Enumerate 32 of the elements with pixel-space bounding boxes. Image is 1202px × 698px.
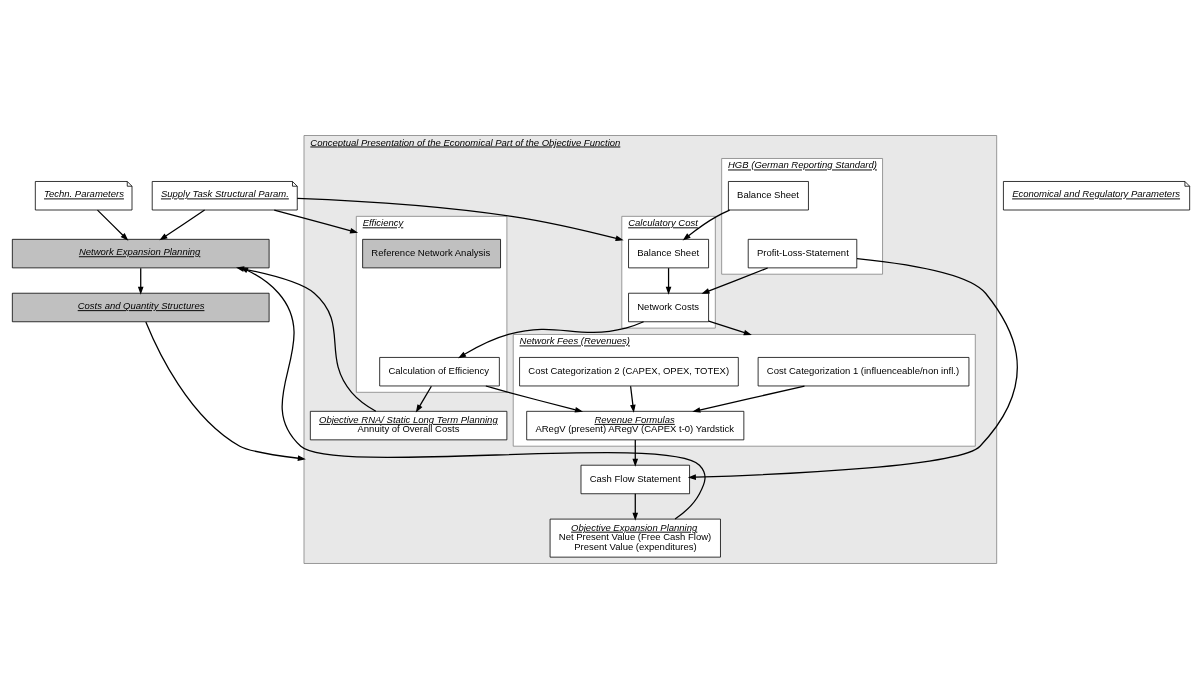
node-box: Balance Sheet xyxy=(728,180,809,210)
arrow xyxy=(708,320,752,335)
arrow xyxy=(145,320,306,461)
node-box: Objective RNA/ Static Long Term Planning Annuity of Overall Costs xyxy=(309,410,508,440)
node-box: Objective Expansion Planning Net Present Value (Free Cash Flow) Present Value (expenditures) xyxy=(549,518,721,558)
arrow xyxy=(701,266,769,294)
arrow xyxy=(485,384,584,413)
node-box: Balance Sheet xyxy=(628,238,709,268)
arrow xyxy=(632,492,639,521)
node-box: Cost Categorization 2 (CAPEX, OPEX, TOTEX) xyxy=(519,356,739,386)
node-box: Calculation of Efficiency xyxy=(379,356,500,386)
arrow xyxy=(682,208,731,240)
node-box: Cash Flow Statement xyxy=(580,464,690,494)
node-box: Network Expansion Planning xyxy=(11,238,270,268)
arrow xyxy=(665,267,672,295)
arrow xyxy=(632,439,639,467)
node-box: Cost Categorization 1 (influenceable/non infl.) xyxy=(757,356,970,386)
arrow xyxy=(137,267,144,295)
node-box: Profit-Loss-Statement xyxy=(747,238,858,268)
node-box: Revenue Formulas ARegV (present) ARegV (CAPEX t-0) Yardstick xyxy=(526,410,745,440)
node-box: Costs and Quantity Structures xyxy=(11,292,270,322)
arrow xyxy=(273,208,359,233)
node-box: Reference Network Analysis xyxy=(362,238,501,268)
arrow xyxy=(159,208,206,240)
arrow xyxy=(692,384,806,413)
arrow xyxy=(296,197,624,241)
arrow xyxy=(458,320,645,358)
arrow xyxy=(96,209,129,241)
arrow xyxy=(629,385,636,413)
arrow xyxy=(415,385,433,413)
arrow xyxy=(687,257,1018,480)
node-box: Network Costs xyxy=(628,292,709,322)
